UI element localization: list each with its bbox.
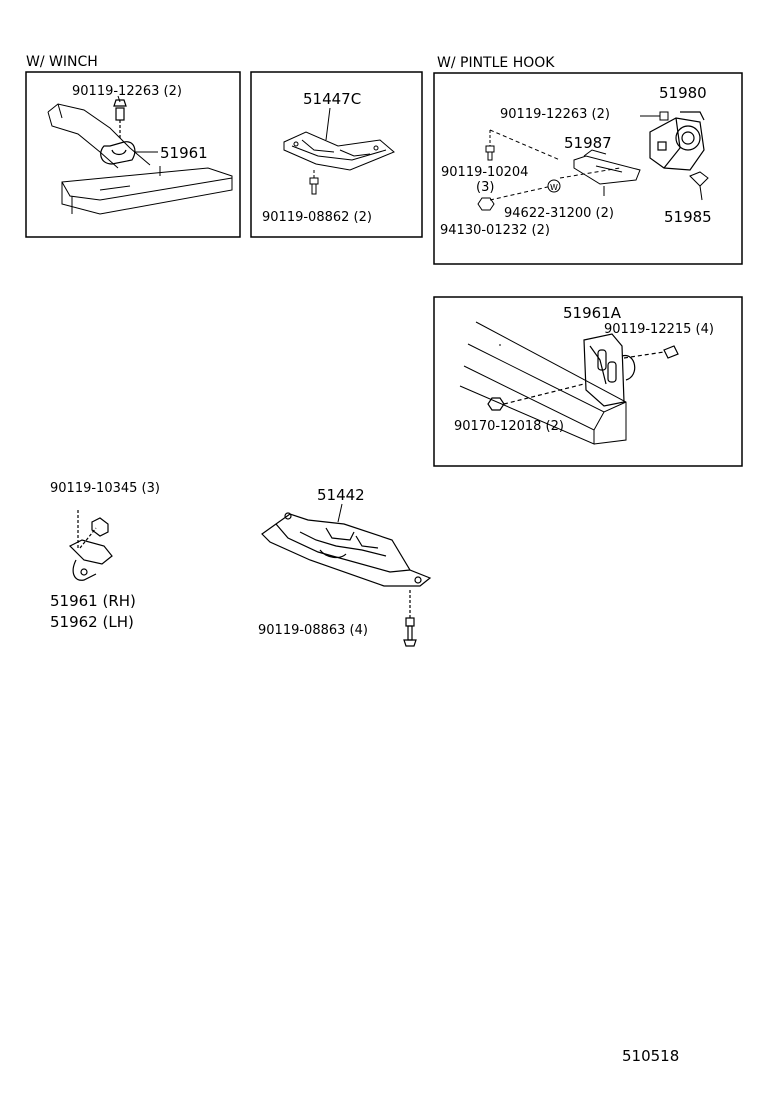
label-pintle-bolt-b-qty: (3) <box>476 180 494 195</box>
label-pintle-bolt-top: 90119-12263 (2) <box>500 107 610 122</box>
section-title-pintle-hook: W/ PINTLE HOOK <box>437 55 555 71</box>
figure-code: 510518 <box>622 1047 679 1065</box>
svg-text:W: W <box>550 183 558 192</box>
brace-drawing <box>283 131 395 195</box>
tow-hook-a-drawing <box>487 333 679 411</box>
label-skid-plate: 51442 <box>317 486 365 504</box>
label-winch-bolt: 90119-12263 (2) <box>72 84 182 99</box>
label-pintle-hook: 51980 <box>659 84 707 102</box>
label-winch-hook: 51961 <box>160 144 208 162</box>
label-pintle-washer: 94622-31200 (2) <box>504 206 614 221</box>
winch-frame-drawing <box>47 103 233 215</box>
winch-panel: 90119-12263 (2) 51961 <box>25 71 241 238</box>
label-tow-hook-a-nut: 90170-12018 (2) <box>454 419 564 434</box>
pintle-panel: W 51980 90119-12263 (2) 51987 90119-1020… <box>433 72 743 265</box>
label-skid-plate-bolt: 90119-08863 (4) <box>258 623 368 638</box>
label-front-hook-lh: 51962 (LH) <box>50 613 134 631</box>
skid-plate-drawing <box>261 512 432 647</box>
pintle-hook-drawing <box>649 111 705 171</box>
front-hook-group: 90119-10345 (3) 51961 (RH) 51962 (LH) <box>50 481 160 631</box>
label-pintle-bracket: 51987 <box>564 134 612 152</box>
label-brace-bolt: 90119-08862 (2) <box>262 210 372 225</box>
label-brace: 51447C <box>303 90 361 108</box>
skid-plate-group: 51442 90119-08863 (4) <box>258 486 432 647</box>
bumper-drawing <box>459 321 627 445</box>
winch-hook-drawing <box>100 99 136 165</box>
label-tow-hook-a: 51961A <box>563 304 622 322</box>
label-tow-hook-a-bolt: 90119-12215 (4) <box>604 322 714 337</box>
pintle-bracket-drawing <box>573 149 641 196</box>
pintle-fasteners-drawing: W <box>477 111 709 211</box>
label-pintle-bolt-b: 90119-10204 <box>441 165 528 180</box>
front-hook-drawing <box>68 510 113 581</box>
tow-hook-panel: 51961A 90119-12215 (4) 90170-12018 (2) <box>433 296 743 467</box>
label-pintle-pin: 51985 <box>664 208 712 226</box>
label-front-hook-rh: 51961 (RH) <box>50 592 136 610</box>
label-front-hook-bolt: 90119-10345 (3) <box>50 481 160 496</box>
section-title-winch: W/ WINCH <box>26 54 98 70</box>
brace-panel: 51447C 90119-08862 (2) <box>250 71 423 238</box>
label-pintle-nut: 94130-01232 (2) <box>440 223 550 238</box>
